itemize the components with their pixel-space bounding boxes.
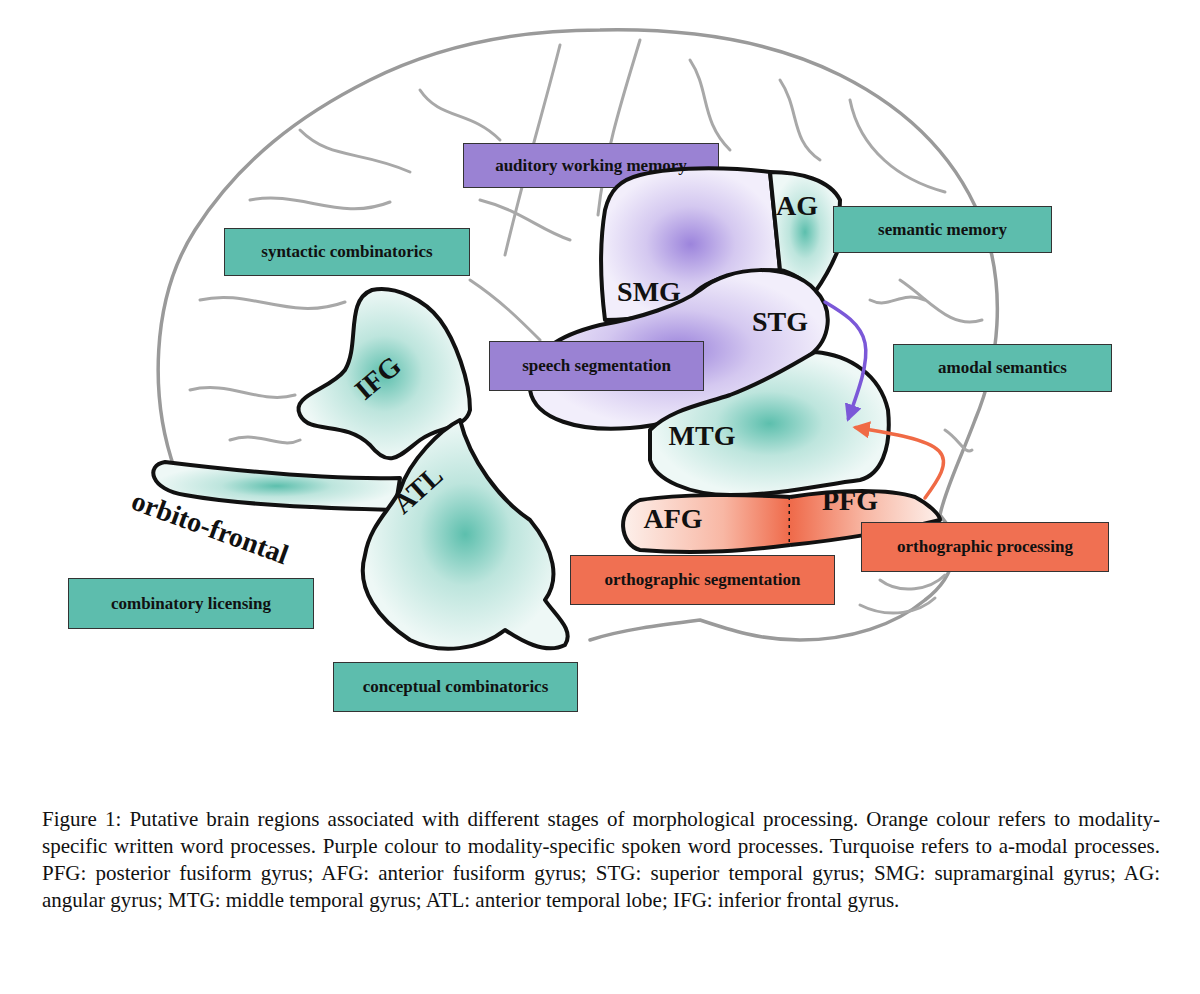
label-box: orthographic segmentation xyxy=(570,555,835,605)
brain-region: AFG xyxy=(615,490,793,556)
box-label: orthographic segmentation xyxy=(605,570,801,590)
box-label: semantic memory xyxy=(878,220,1007,240)
sulcus-line xyxy=(190,388,295,398)
sulcus-line xyxy=(690,60,730,150)
sulcus-line xyxy=(480,200,570,240)
box-label: syntactic combinatorics xyxy=(261,242,432,262)
caption-text: Figure 1: Putative brain regions associa… xyxy=(42,807,1160,912)
sulcus-line xyxy=(850,100,945,192)
region-label: SMG xyxy=(617,278,681,306)
box-label: amodal semantics xyxy=(938,358,1067,378)
label-box: combinatory licensing xyxy=(68,578,314,629)
region-outline xyxy=(355,415,577,660)
box-label: combinatory licensing xyxy=(111,594,271,614)
label-box: syntactic combinatorics xyxy=(224,228,470,276)
region-border xyxy=(153,462,400,510)
label-box: speech segmentation xyxy=(489,341,704,391)
brain-region: orbito-frontal xyxy=(145,458,407,514)
box-label: speech segmentation xyxy=(522,356,671,376)
label-box: semantic memory xyxy=(833,206,1052,253)
label-box: conceptual combinatorics xyxy=(333,662,578,712)
label-box: amodal semantics xyxy=(893,344,1112,392)
sulcus-line xyxy=(250,198,390,209)
region-label: PFG xyxy=(822,487,878,515)
cerebellum-line xyxy=(860,598,935,613)
region-label: AG xyxy=(776,192,818,220)
box-label: conceptual combinatorics xyxy=(363,677,549,697)
label-box: orthographic processing xyxy=(861,522,1109,572)
sulcus-line xyxy=(780,80,820,160)
sulcus-line xyxy=(300,130,410,172)
region-border xyxy=(650,352,889,495)
sulcus-line xyxy=(420,90,500,140)
region-fill xyxy=(363,420,568,649)
region-border xyxy=(363,420,568,649)
region-fill xyxy=(650,352,889,495)
sulcus-line xyxy=(870,297,925,303)
region-label: MTG xyxy=(669,422,736,450)
cerebellum-line xyxy=(880,575,945,589)
sulcus-line xyxy=(230,437,300,443)
sulcus-line xyxy=(470,280,540,340)
region-fill xyxy=(623,495,790,552)
brain-region: ATL xyxy=(355,415,577,660)
sulcus-line xyxy=(900,280,982,322)
region-outline xyxy=(615,490,793,556)
sulcus-line xyxy=(200,297,345,308)
sulcus-line xyxy=(945,430,972,451)
region-border xyxy=(623,495,790,552)
region-label: STG xyxy=(752,308,808,336)
box-label: orthographic processing xyxy=(897,537,1073,557)
brain-region: MTG xyxy=(645,348,893,498)
box-label: auditory working memory xyxy=(495,156,687,176)
region-fill xyxy=(153,462,400,510)
region-label: AFG xyxy=(643,505,702,533)
figure-caption: Figure 1: Putative brain regions associa… xyxy=(42,806,1160,914)
